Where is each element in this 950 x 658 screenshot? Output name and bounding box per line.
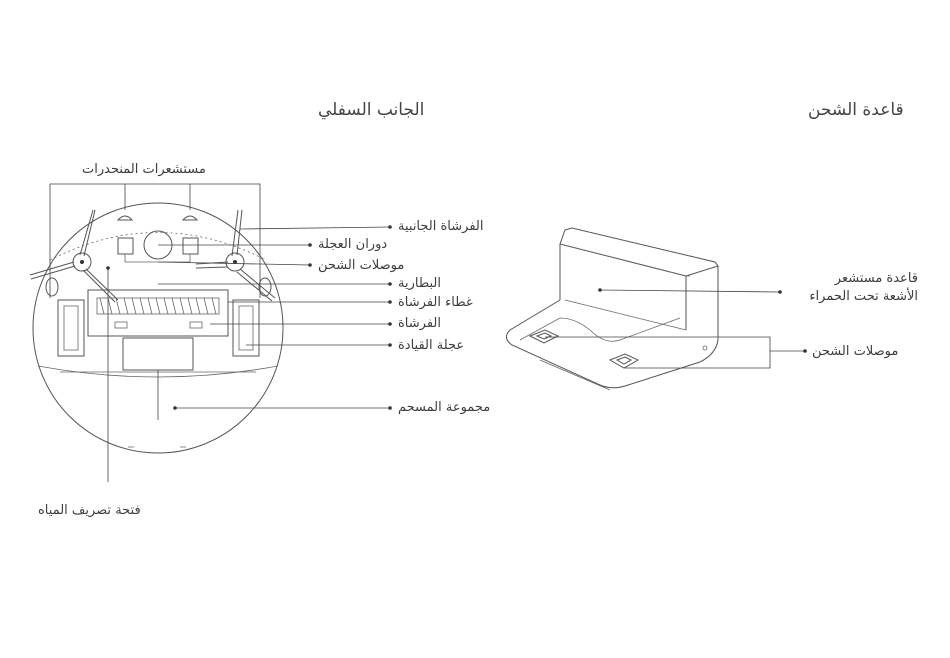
dock-base-inner <box>520 318 680 341</box>
label-side-brush: الفرشاة الجانبية <box>398 219 483 235</box>
dock-contact-right <box>610 354 638 368</box>
charging-contact-left <box>118 238 133 254</box>
dock-leader-lines <box>545 288 807 368</box>
charging-contact-right <box>183 238 198 254</box>
main-brush-bristles <box>100 298 216 314</box>
charging-contact-link <box>125 254 190 262</box>
label-drive-wheel: عجلة القيادة <box>398 338 464 354</box>
label-dock-ir-sensor: قاعدة مستشعر الأشعة تحت الحمراء <box>788 270 918 306</box>
cliff-sensor-front-left <box>118 216 132 220</box>
cliff-sensor-front-right <box>183 216 197 220</box>
dock-top <box>560 228 718 276</box>
brush-cover-latch-right <box>190 322 202 328</box>
label-charging-contacts: موصلات الشحن <box>318 258 404 274</box>
side-brush-right <box>196 210 275 301</box>
drive-wheel-right <box>233 300 259 356</box>
brush-cover <box>88 290 228 336</box>
charging-dock-illustration <box>506 228 718 390</box>
label-main-brush: الفرشاة <box>398 316 441 332</box>
cliff-sensor-bracket <box>50 184 260 298</box>
dock-base-bottom <box>540 360 610 390</box>
drive-wheel-left <box>58 300 84 356</box>
label-brush-cover: غطاء الفرشاة <box>398 295 473 311</box>
dustbin-panel <box>123 338 193 370</box>
dock-indicator <box>703 346 707 350</box>
robot-bottom-illustration <box>30 184 283 453</box>
label-dock-ir-sensor-line2: الأشعة تحت الحمراء <box>788 288 918 306</box>
side-brush-left <box>30 210 118 302</box>
label-dustbin: مجموعة المسحم <box>398 400 490 416</box>
cliff-sensor-side-left <box>46 278 58 296</box>
label-swivel-wheel: دوران العجلة <box>318 237 387 253</box>
label-water-drain: فتحة تصريف المياه <box>38 503 141 519</box>
label-battery: البطارية <box>398 276 441 292</box>
label-dock-charging-contacts: موصلات الشحن <box>812 344 898 360</box>
label-dock-ir-sensor-line1: قاعدة مستشعر <box>788 270 918 288</box>
label-cliff-sensors: مستشعرات المنحدرات <box>82 162 206 178</box>
brush-cover-latch-left <box>115 322 127 328</box>
